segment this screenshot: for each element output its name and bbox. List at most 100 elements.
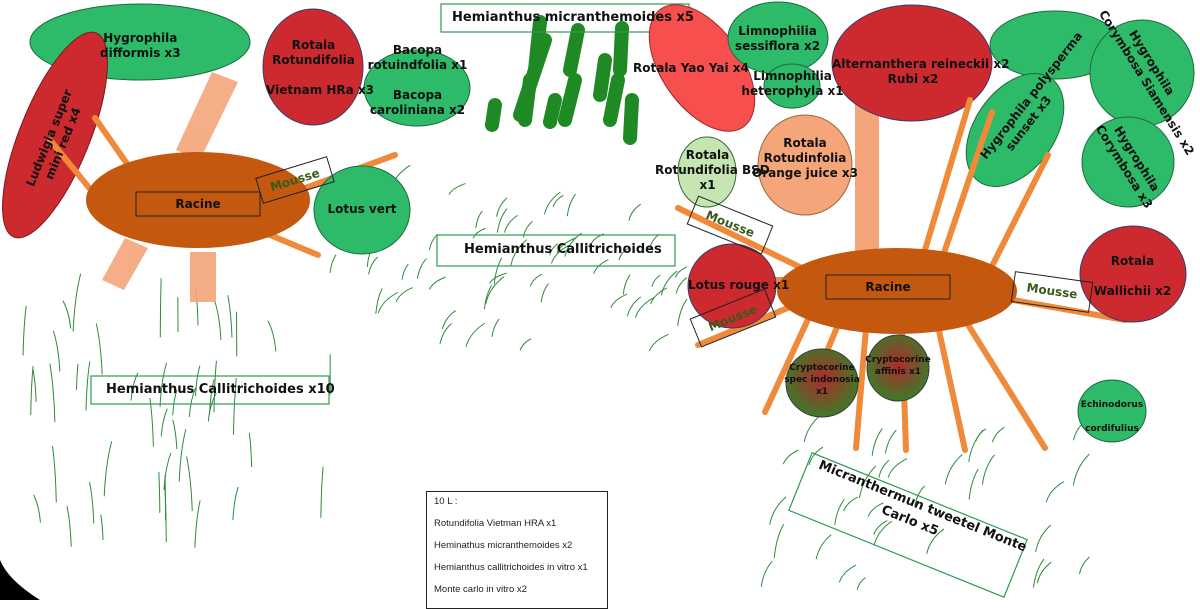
grass-blade: [1037, 562, 1051, 583]
grass-blade: [611, 294, 627, 308]
stem: [525, 80, 530, 120]
grass-blade: [53, 446, 57, 502]
grass-blade: [50, 364, 55, 422]
grass-blade: [249, 433, 251, 467]
grass-blade: [969, 430, 983, 462]
grass-blade: [23, 306, 26, 356]
label-racine-right: Racine: [826, 280, 950, 295]
note-item-3: Hemianthus callitrichoides in vitro x1: [434, 562, 600, 573]
grass-blade: [1036, 525, 1051, 552]
stem: [565, 80, 575, 120]
grass-blade: [473, 228, 485, 238]
stem: [630, 100, 632, 138]
grass-blade: [429, 277, 445, 289]
grass-blade: [567, 194, 575, 216]
grass-blade: [86, 362, 90, 411]
grass-blade: [330, 255, 336, 273]
grass-blade: [476, 211, 482, 228]
label-limnophilia-heterophyla: Limnophilia heterophyla x1: [740, 69, 845, 99]
grass-blade: [53, 331, 60, 372]
grass-blade: [492, 319, 499, 337]
grass-blade: [104, 441, 111, 496]
grass-blade: [159, 472, 160, 513]
root-bar-right: [855, 95, 879, 270]
grass-blade: [783, 450, 798, 464]
grass-blade: [321, 467, 323, 518]
label-limnophilia-sessiflora: Limnophilia sessiflora x2: [730, 24, 825, 54]
grass-blade: [888, 459, 907, 478]
grass-blade: [429, 234, 437, 250]
grass-blade: [466, 323, 485, 347]
grass-blade: [67, 506, 71, 547]
grass-blade: [160, 278, 161, 337]
grass-blade: [982, 455, 994, 485]
stem: [492, 105, 495, 125]
grass-blade: [1073, 454, 1089, 485]
grass-blade: [804, 413, 822, 441]
grass-blade: [874, 521, 892, 545]
grass-blade: [63, 301, 71, 329]
grass-blade: [879, 460, 889, 477]
grass-blade: [649, 334, 668, 351]
grass-blade: [33, 369, 36, 402]
grass-blade: [652, 275, 660, 287]
grass-blade: [857, 577, 865, 589]
grass-blade: [449, 184, 465, 195]
grass-blade: [195, 500, 200, 547]
grass-blade: [872, 429, 882, 456]
grass-blade: [541, 284, 548, 303]
label-lotus-vert: Lotus vert: [322, 202, 402, 217]
grass-blade: [774, 524, 783, 558]
grass-blade: [96, 323, 102, 374]
micranthemoides-stems: [492, 22, 632, 138]
stem: [550, 100, 555, 122]
grass-blade: [76, 364, 78, 390]
grass-blade: [402, 264, 408, 280]
grass-blade: [31, 366, 33, 415]
note-item-2: Heminathus micranthemoides x2: [434, 540, 600, 551]
grass-blade: [770, 497, 786, 525]
label-micranthemoides: Hemianthus micranthemoides x5: [452, 10, 694, 25]
label-hygrophila-difformis: Hygrophila difformis x3: [100, 31, 181, 61]
grass-blade: [369, 257, 378, 275]
grass-blade: [150, 398, 154, 447]
label-lotus-rouge: Lotus rouge x1: [688, 278, 783, 293]
grass-blade: [161, 409, 167, 437]
grass-blade: [635, 297, 654, 317]
stem: [570, 30, 578, 70]
corner-shape: [0, 560, 40, 600]
grass-blade: [627, 297, 640, 316]
stem: [620, 28, 622, 70]
grass-blade: [676, 278, 687, 294]
grass-blade: [440, 324, 452, 345]
grass-blade: [73, 274, 81, 332]
stem: [610, 80, 618, 120]
grass-blade: [761, 561, 772, 587]
grass-blade: [34, 495, 41, 523]
grass-blade: [228, 295, 232, 337]
label-rotala-wallichii: Rotala Wallichii x2: [1085, 254, 1180, 299]
grass-blade: [268, 321, 276, 352]
grass-blade: [661, 271, 677, 295]
grass-blade: [1033, 559, 1044, 588]
label-rotala-vietnam: Rotala Rotundifolia Vietnam HRa x3: [266, 38, 361, 98]
grass-blade: [494, 258, 501, 284]
label-echinodorus: Echinodorus cordifulius: [1074, 399, 1150, 435]
label-callitrichoides: Hemianthus Callitrichoides: [464, 242, 662, 257]
grass-blade: [179, 429, 186, 482]
label-rotala-yao-yai: Rotala Yao Yai x4: [633, 61, 743, 76]
grass-blade: [945, 454, 962, 484]
label-rotala-bsd: Rotala Rotundifolia BSD x1: [655, 148, 760, 193]
grass-blade: [992, 427, 1004, 442]
grass-blade: [530, 274, 541, 286]
note-box: 10 L : Rotundifolia Vietman HRA x1 Hemin…: [426, 491, 608, 609]
label-crypto-affinis: Cryptocorine affinis x1: [862, 354, 934, 378]
grass-blade: [90, 482, 94, 523]
grass-blade: [885, 430, 896, 453]
grass-blade: [497, 198, 507, 217]
grass-blade: [378, 292, 398, 313]
grass-blade: [417, 258, 426, 278]
stem: [600, 60, 605, 95]
label-crypto-indonesia: Cryptocorine spec indonosia x1: [784, 362, 860, 398]
label-callitrichoides-x10: Hemianthus Callitrichoides x10: [106, 382, 335, 397]
